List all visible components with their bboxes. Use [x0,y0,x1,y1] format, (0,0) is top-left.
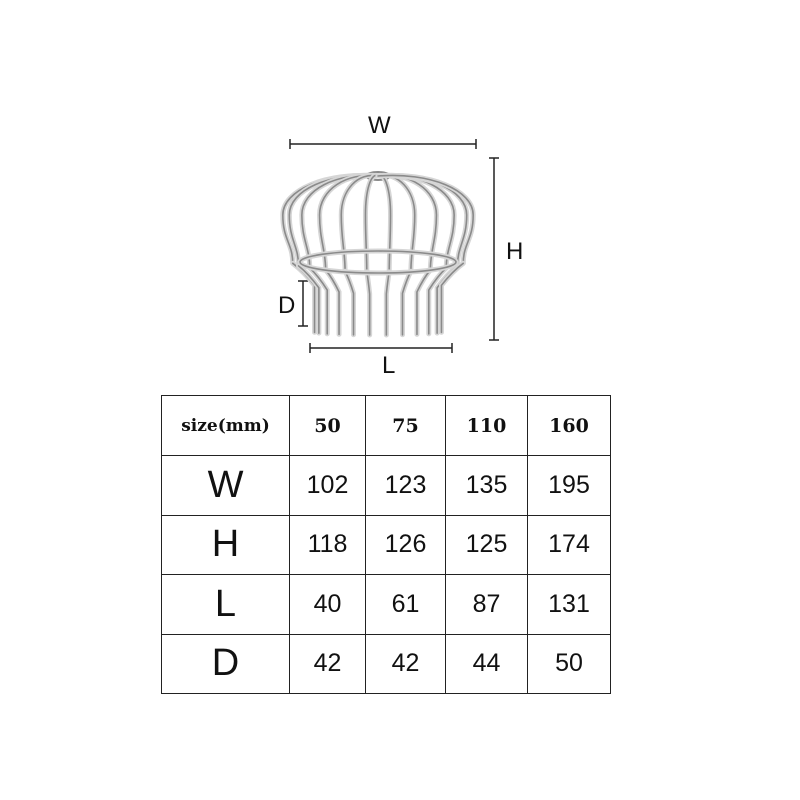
table-row: L 40 61 87 131 [161,574,611,635]
basket-leg [297,265,320,334]
table-cell: 44 [445,633,528,694]
gutter-guard-drawing [280,139,499,353]
table-cell: 195 [527,455,611,516]
table-row: W 102 123 135 195 [161,455,611,516]
length-dimension-line [309,343,453,353]
row-label: W [161,455,290,516]
table-cell: 126 [365,514,446,575]
basket-leg [440,262,465,334]
table-cell: 118 [289,514,366,575]
table-row: H 118 126 125 174 [161,514,611,575]
width-label: W [368,112,391,139]
table-cell: 135 [445,455,528,516]
column-header: 75 [365,395,446,456]
size-table: size(mm) 50 75 110 160 W 102 123 135 195… [161,395,611,694]
wire-basket [280,171,476,338]
column-header: 50 [289,395,366,456]
table-cell: 61 [365,574,446,635]
basket-ring [299,250,457,274]
basket-rib-shadow [338,172,381,274]
table-cell: 40 [289,574,366,635]
height-dimension-line [489,157,499,341]
table-cell: 87 [445,574,528,635]
size-header: size(mm) [161,395,290,456]
column-header: 160 [527,395,611,456]
row-label: D [161,633,290,694]
table-cell: 50 [527,633,611,694]
basket-rib-shadow [375,172,418,274]
table-row: D 42 42 44 50 [161,633,611,694]
table-header-row: size(mm) 50 75 110 160 [161,395,611,456]
table-cell: 42 [365,633,446,694]
row-label: L [161,574,290,635]
table-cell: 123 [365,455,446,516]
row-label: H [161,514,290,575]
table-cell: 102 [289,455,366,516]
basket-rib [377,174,474,265]
table-cell: 131 [527,574,611,635]
depth-dimension-line [298,280,308,327]
product-dimension-diagram: W H D L [0,0,800,390]
table-cell: 125 [445,514,528,575]
length-label: L [382,352,396,379]
basket-rib [364,174,379,273]
depth-label: D [278,292,296,319]
height-label: H [506,238,524,265]
table-cell: 42 [289,633,366,694]
table-cell: 174 [527,514,611,575]
width-dimension-line [289,139,477,149]
column-header: 110 [445,395,528,456]
